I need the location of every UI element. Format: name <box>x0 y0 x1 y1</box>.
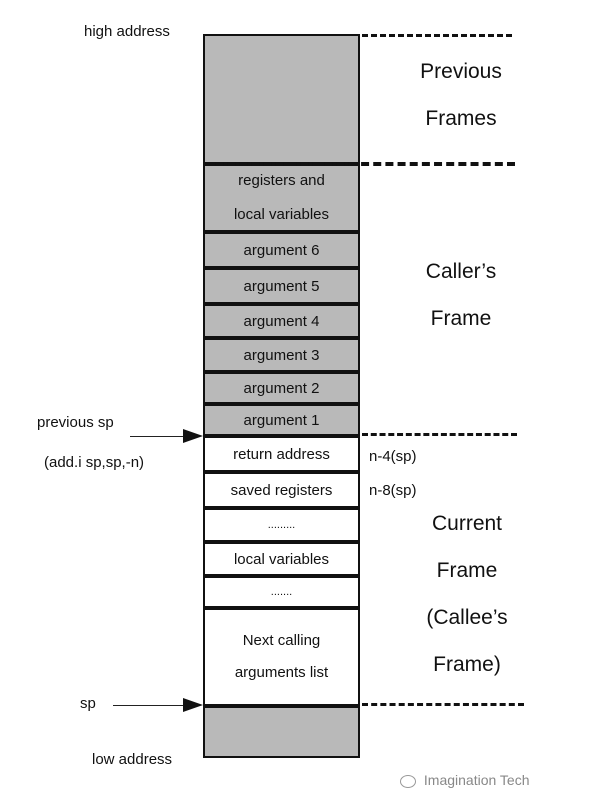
sp-arrowhead <box>183 698 203 712</box>
registers-line2: local variables <box>233 206 330 223</box>
previous-frames-block <box>203 34 360 164</box>
saved-registers-offset: n-8(sp) <box>369 482 417 499</box>
dots-cell-1: ......... <box>203 508 360 542</box>
argument-2-cell: argument 2 <box>203 372 360 404</box>
current-line1: Current <box>431 512 503 535</box>
local-variables-cell: local variables <box>203 542 360 576</box>
wechat-icon <box>400 774 416 788</box>
previous-line2: Frames <box>425 107 497 130</box>
registers-line1: registers and <box>238 172 325 189</box>
registers-local-variables-cell: registers and local variables <box>203 164 360 232</box>
dots-cell-2: ....... <box>203 576 360 608</box>
argument-5-cell: argument 5 <box>203 268 360 304</box>
current-frame-label: Current Frame (Callee’s Frame) <box>392 500 542 688</box>
low-address-label: low address <box>92 751 173 768</box>
previous-sp-arrow-line <box>130 436 185 437</box>
previous-line1: Previous <box>420 60 502 83</box>
previous-frames-label: Previous Frames <box>392 48 530 142</box>
argument-4-cell: argument 4 <box>203 304 360 338</box>
return-address-cell: return address <box>203 436 360 472</box>
argument-3-cell: argument 3 <box>203 338 360 372</box>
dashed-line-caller-current <box>362 433 517 436</box>
return-address-offset: n-4(sp) <box>369 448 417 465</box>
caller-line2: Frame <box>430 307 492 330</box>
argument-1-cell: argument 1 <box>203 404 360 436</box>
dashed-line-sp <box>362 703 524 706</box>
current-line4: Frame) <box>433 653 501 676</box>
saved-registers-cell: saved registers <box>203 472 360 508</box>
watermark: Imagination Tech <box>400 772 529 788</box>
high-address-label: high address <box>84 23 170 40</box>
previous-sp-label: previous sp <box>37 414 114 431</box>
current-line3: (Callee’s <box>426 606 508 629</box>
add-instruction-label: (add.i sp,sp,-n) <box>44 454 145 471</box>
current-line2: Frame <box>436 559 498 582</box>
next-calling-arguments-cell: Next calling arguments list <box>203 608 360 706</box>
next-line1: Next calling <box>242 632 321 649</box>
below-sp-block <box>203 706 360 758</box>
callers-frame-label: Caller’s Frame <box>392 248 530 342</box>
sp-label: sp <box>80 695 96 712</box>
dashed-line-top <box>362 34 512 37</box>
sp-arrow-line <box>113 705 185 706</box>
dashed-line-previous-caller <box>203 162 515 166</box>
next-line2: arguments list <box>234 664 329 681</box>
watermark-text: Imagination Tech <box>423 772 530 788</box>
caller-line1: Caller’s <box>425 260 497 283</box>
argument-6-cell: argument 6 <box>203 232 360 268</box>
previous-sp-arrowhead <box>183 429 203 443</box>
